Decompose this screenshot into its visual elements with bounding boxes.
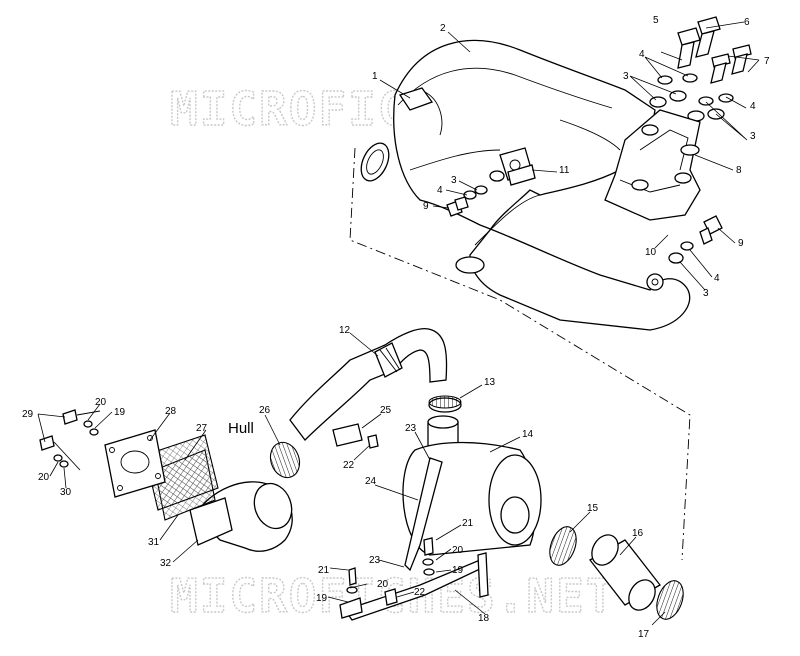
callout-24: 24 bbox=[365, 476, 377, 487]
callout-4d: 4 bbox=[714, 273, 720, 284]
callout-1: 1 bbox=[372, 71, 378, 82]
callout-13: 13 bbox=[484, 377, 496, 388]
hull-label: Hull bbox=[228, 420, 254, 437]
plate-28 bbox=[104, 429, 166, 498]
callout-4c: 4 bbox=[437, 185, 443, 196]
callout-23a: 23 bbox=[405, 423, 417, 434]
hose-clamp-13 bbox=[428, 395, 462, 413]
callout-19a: 19 bbox=[452, 565, 464, 576]
callout-20b: 20 bbox=[377, 579, 389, 590]
callout-31: 31 bbox=[148, 537, 160, 548]
callout-28: 28 bbox=[165, 406, 177, 417]
callout-3b: 3 bbox=[750, 131, 756, 142]
mount-hardware-upper bbox=[649, 16, 752, 122]
callout-9b: 9 bbox=[738, 238, 744, 249]
leader-lines bbox=[37, 21, 760, 626]
muffler-bracket bbox=[339, 537, 489, 621]
hose-clamp-26 bbox=[269, 441, 301, 479]
callout-21a: 21 bbox=[462, 518, 474, 529]
callout-27: 27 bbox=[196, 423, 208, 434]
callout-22b: 22 bbox=[414, 587, 426, 598]
mid-hardware bbox=[446, 164, 723, 264]
callout-7: 7 bbox=[764, 56, 770, 67]
callout-32: 32 bbox=[160, 558, 172, 569]
callout-21b: 21 bbox=[318, 565, 330, 576]
callout-16: 16 bbox=[632, 528, 644, 539]
callout-19c: 19 bbox=[114, 407, 126, 418]
callout-5: 5 bbox=[653, 15, 659, 26]
small-bracket-25 bbox=[332, 423, 379, 449]
callout-4b: 4 bbox=[750, 101, 756, 112]
callout-18: 18 bbox=[478, 613, 490, 624]
callout-4a: 4 bbox=[639, 49, 645, 60]
callout-29: 29 bbox=[22, 409, 34, 420]
pipe-fitting-1 bbox=[398, 87, 434, 111]
callout-26: 26 bbox=[259, 405, 271, 416]
callout-23b: 23 bbox=[369, 555, 381, 566]
muffler bbox=[402, 415, 542, 572]
callout-20c: 20 bbox=[95, 397, 107, 408]
callout-6: 6 bbox=[744, 17, 750, 28]
callout-17: 17 bbox=[638, 629, 650, 640]
callout-3a: 3 bbox=[623, 71, 629, 82]
callout-12: 12 bbox=[339, 325, 351, 336]
callout-15: 15 bbox=[587, 503, 599, 514]
exhaust-hose bbox=[289, 328, 448, 441]
callout-20a: 20 bbox=[452, 545, 464, 556]
callout-19b: 19 bbox=[316, 593, 328, 604]
callout-30: 30 bbox=[60, 487, 72, 498]
mounting-bracket bbox=[604, 109, 701, 221]
callout-10: 10 bbox=[645, 247, 657, 258]
callout-3d: 3 bbox=[703, 288, 709, 299]
callout-25: 25 bbox=[380, 405, 392, 416]
callout-2: 2 bbox=[440, 23, 446, 34]
callout-14: 14 bbox=[522, 429, 534, 440]
tailpipe-assembly bbox=[549, 526, 684, 620]
intake-elbow bbox=[189, 481, 293, 552]
callout-3c: 3 bbox=[451, 175, 457, 186]
callout-8: 8 bbox=[736, 165, 742, 176]
callout-22a: 22 bbox=[343, 460, 355, 471]
callout-20d: 20 bbox=[38, 472, 50, 483]
callout-9a: 9 bbox=[423, 201, 429, 212]
gasket-27 bbox=[144, 434, 219, 511]
callout-11: 11 bbox=[559, 165, 570, 176]
callout-labels: 1 2 5 6 4 7 3 4 3 8 11 3 4 9 10 9 4 3 12… bbox=[22, 15, 770, 640]
bolts-29 bbox=[39, 409, 101, 471]
